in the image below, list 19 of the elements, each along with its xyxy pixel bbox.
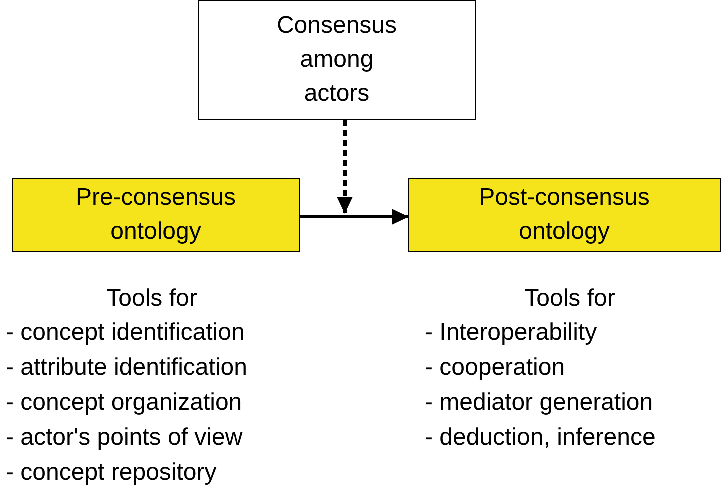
node-text: Pre-consensus ontology (74, 183, 238, 247)
node-text: Post-consensus ontology (478, 183, 651, 247)
list-item: - concept repository (6, 458, 217, 486)
list-item: - concept organization (6, 388, 242, 418)
list-heading: Tools for (524, 284, 616, 314)
arrow (300, 209, 409, 225)
ontology-box (408, 178, 721, 252)
list-heading: Tools for (106, 284, 198, 314)
list-item: - actor's points of view (6, 423, 243, 453)
list-item: - Interoperability (425, 318, 598, 348)
arrow (337, 120, 353, 214)
list-item: - concept identification (6, 318, 245, 348)
list-item: - mediator generation (425, 388, 654, 418)
list-item: - attribute identification (6, 353, 248, 383)
process-box (198, 0, 476, 120)
node-text: Consensus among actors (276, 11, 398, 109)
list-item: - deduction, inference (425, 423, 656, 453)
ontology-box (12, 178, 300, 252)
list-item: - cooperation (425, 353, 566, 383)
